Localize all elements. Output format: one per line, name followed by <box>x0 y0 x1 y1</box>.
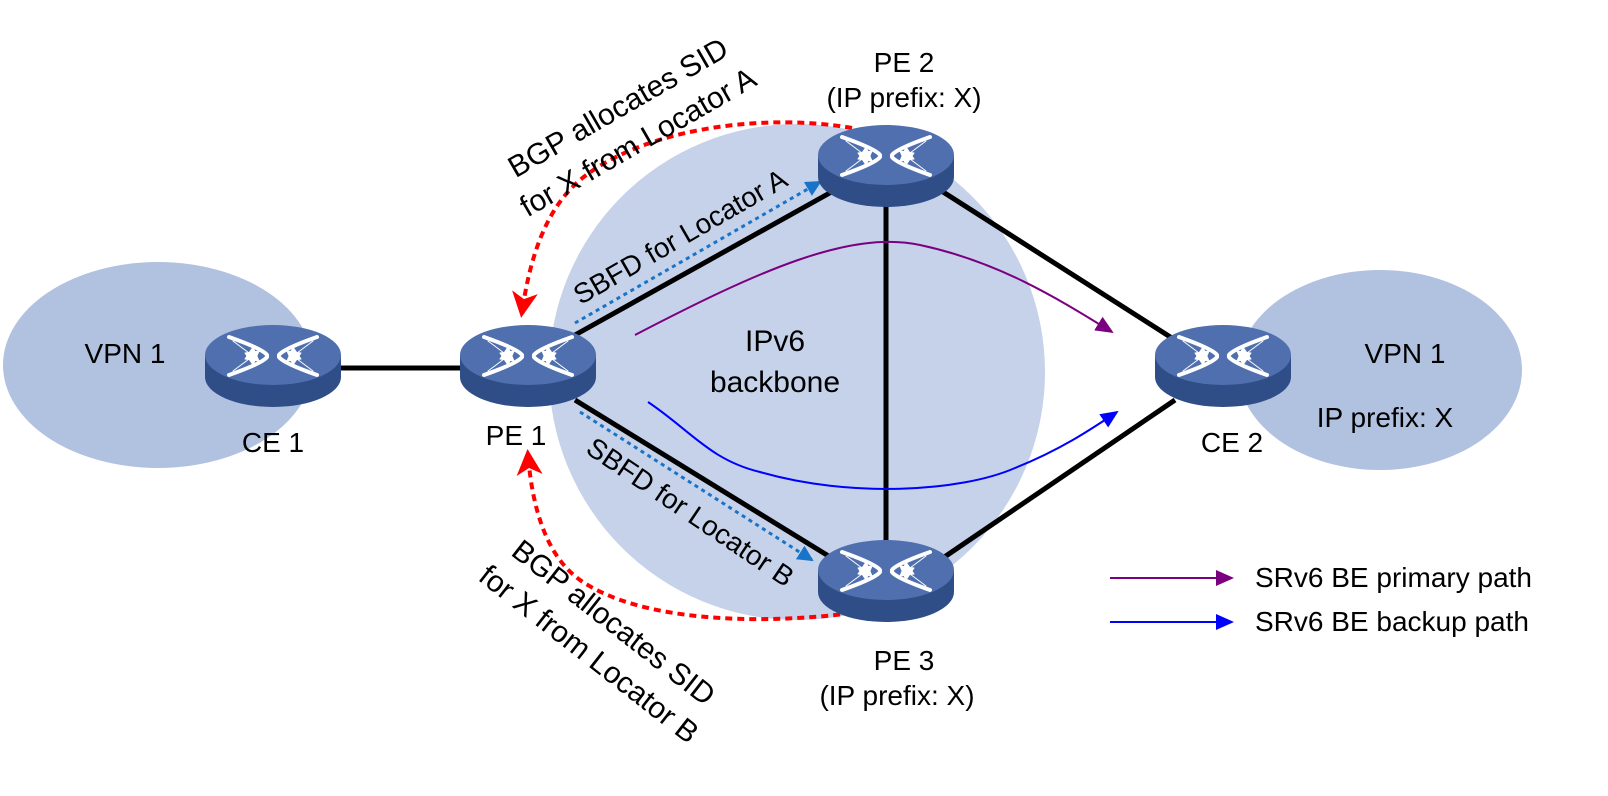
pe3-label: PE 3 <box>874 645 935 676</box>
sbfd-locator-a-arrow <box>574 180 822 325</box>
backbone-label-line1: IPv6 <box>745 325 805 358</box>
vpn1-left-cloud <box>3 262 313 468</box>
pe2-sublabel: (IP prefix: X) <box>826 82 981 113</box>
ce1-label: CE 1 <box>242 427 304 458</box>
ce2-label: CE 2 <box>1201 427 1263 458</box>
legend-backup-label: SRv6 BE backup path <box>1255 606 1529 637</box>
ce1-router <box>203 323 343 409</box>
link-pe1-pe2 <box>573 187 837 338</box>
vpn1-right-cloud <box>1238 270 1522 470</box>
legend-primary-label: SRv6 BE primary path <box>1255 562 1532 593</box>
link-pe1-pe3 <box>573 397 837 563</box>
legend: SRv6 BE primary path SRv6 BE backup path <box>1110 562 1532 637</box>
backbone-label-line2: backbone <box>710 366 840 399</box>
pe3-sublabel: (IP prefix: X) <box>819 680 974 711</box>
pe1-router <box>458 323 598 409</box>
bgp-locator-a-arrow <box>512 120 853 318</box>
pe2-label: PE 2 <box>874 47 935 78</box>
link-pe3-ce2 <box>938 397 1177 563</box>
vpn1-right-prefix-label: IP prefix: X <box>1317 402 1454 433</box>
sbfd-locator-b-arrow <box>579 410 814 562</box>
ce2-router <box>1153 323 1293 409</box>
link-pe2-ce2 <box>938 187 1177 343</box>
srv6-primary-path <box>634 240 1114 336</box>
pe2-router <box>816 123 956 209</box>
pe1-label: PE 1 <box>486 420 547 451</box>
vpn1-left-label: VPN 1 <box>85 338 166 369</box>
ipv6-backbone-cloud <box>549 124 1045 620</box>
srv6-backup-path <box>647 401 1119 490</box>
bgp-locator-b-arrow <box>516 449 853 622</box>
pe3-router <box>816 538 956 624</box>
links <box>335 187 1177 563</box>
vpn1-right-label: VPN 1 <box>1365 338 1446 369</box>
